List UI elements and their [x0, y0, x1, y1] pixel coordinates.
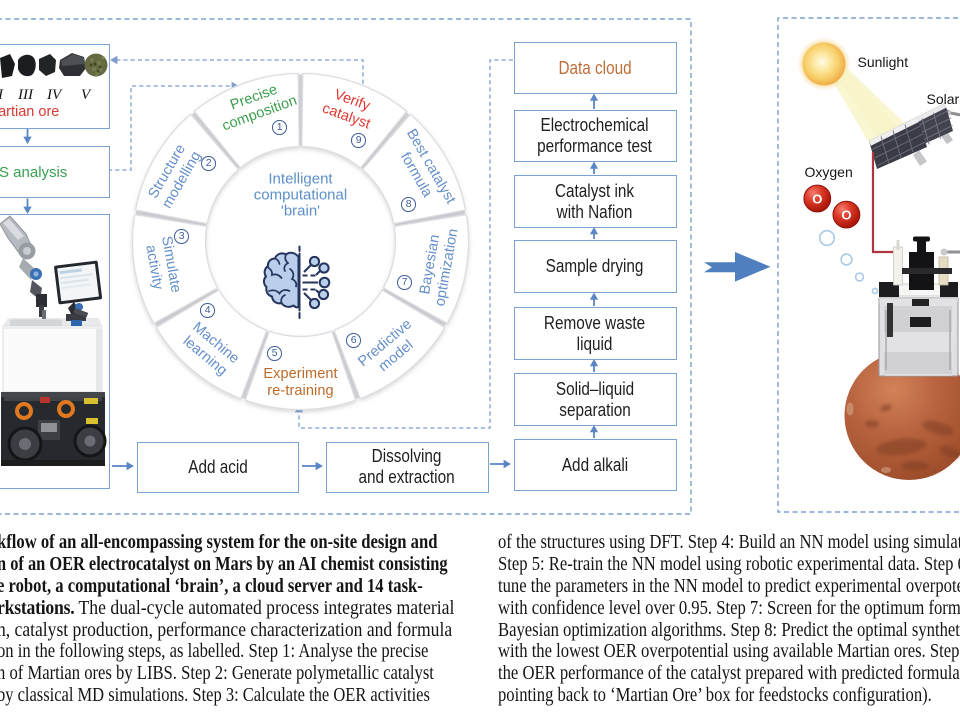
svg-text:O: O: [812, 192, 822, 207]
svg-text:O: O: [841, 208, 851, 223]
